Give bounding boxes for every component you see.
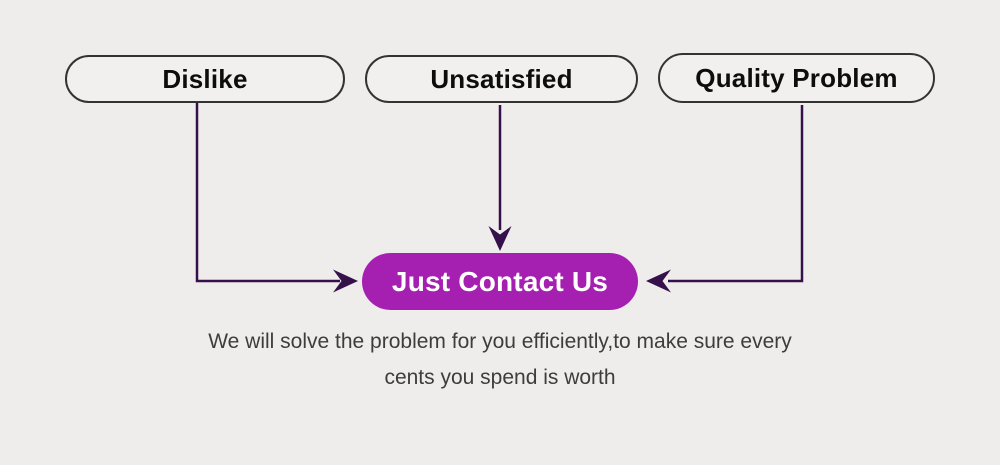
node-quality-problem-label: Quality Problem <box>695 62 898 93</box>
just-contact-us-label: Just Contact Us <box>391 265 609 297</box>
arrow-quality-to-cta <box>646 105 804 293</box>
caption-line-2: cents you spend is worth <box>384 366 616 389</box>
arrow-dislike-to-cta <box>195 103 358 293</box>
caption: We will solve the problem for you effici… <box>0 324 1000 396</box>
arrow-unsatisfied-to-cta <box>488 105 512 251</box>
node-unsatisfied: Unsatisfied <box>365 55 638 103</box>
caption-line-1: We will solve the problem for you effici… <box>208 330 792 353</box>
node-unsatisfied-label: Unsatisfied <box>430 63 573 94</box>
node-quality-problem: Quality Problem <box>658 53 935 103</box>
just-contact-us-pill: Just Contact Us <box>362 253 638 310</box>
node-dislike: Dislike <box>65 55 345 103</box>
node-dislike-label: Dislike <box>162 63 248 94</box>
